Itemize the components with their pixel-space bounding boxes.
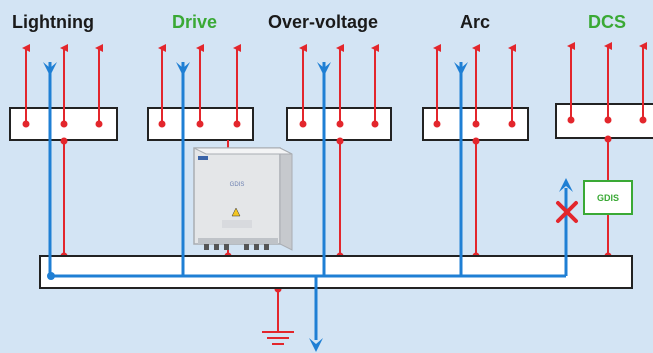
blue-arrowheads <box>43 62 573 352</box>
gdis-box <box>583 180 633 215</box>
red-terminals <box>22 42 647 345</box>
label-arc: Arc <box>460 12 490 32</box>
label-dcs: DCS <box>588 12 626 32</box>
gdis-box-label: GDIS <box>597 193 619 203</box>
gdis-device-icon: GDIS <box>193 147 293 251</box>
blocked-x-icon <box>556 201 578 223</box>
device-label: GDIS <box>230 182 245 188</box>
label-drive: Drive <box>172 12 217 32</box>
ground-bus-bar <box>39 255 633 289</box>
blue-lines <box>48 62 568 340</box>
label-over-voltage: Over-voltage <box>268 12 378 32</box>
label-lightning: Lightning <box>12 12 94 32</box>
